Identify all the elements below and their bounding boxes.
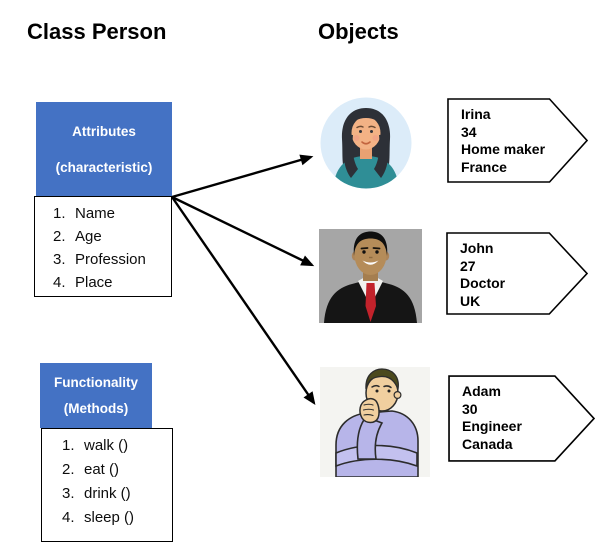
attribute-item-label: Place bbox=[75, 274, 113, 291]
method-item-label: walk () bbox=[84, 437, 129, 454]
method-item-number: 3. bbox=[62, 485, 75, 502]
avatar-irina bbox=[320, 97, 412, 194]
functionality-header-title: Functionality bbox=[54, 374, 138, 390]
attribute-item: 1. Name bbox=[53, 206, 167, 222]
object-age: 27 bbox=[460, 257, 476, 274]
attribute-item: 2. Age bbox=[53, 229, 167, 245]
attribute-item: 4. Place bbox=[53, 275, 167, 291]
method-item: 1. walk () bbox=[62, 438, 168, 454]
method-item-label: drink () bbox=[84, 485, 131, 502]
arrow-to-adam bbox=[171, 196, 316, 406]
object-age: 34 bbox=[461, 123, 477, 140]
attributes-list: 1. Name 2. Age 3. Profession 4. Place bbox=[34, 196, 172, 297]
object-name: John bbox=[460, 240, 494, 256]
woman-figure bbox=[333, 108, 399, 189]
class-person-title: Class Person bbox=[27, 19, 167, 44]
object-profession: Home maker bbox=[461, 141, 546, 157]
thinking-man-avatar-icon bbox=[320, 367, 430, 478]
object-details: John 27 Doctor UK bbox=[460, 240, 505, 310]
object-name: Adam bbox=[462, 383, 501, 399]
attribute-item-label: Age bbox=[75, 228, 102, 245]
objects-title: Objects bbox=[318, 19, 399, 44]
object-label-irina: Irina 34 Home maker France bbox=[447, 98, 588, 183]
method-item-label: eat () bbox=[84, 461, 120, 478]
object-profession: Engineer bbox=[462, 418, 522, 434]
attributes-header-title: Attributes bbox=[72, 123, 136, 139]
woman-avatar-icon bbox=[320, 97, 412, 189]
object-label-john: John 27 Doctor UK bbox=[446, 232, 588, 315]
pentagon-arrow-shape bbox=[448, 375, 595, 462]
method-item: 4. sleep () bbox=[62, 510, 168, 526]
method-item-number: 2. bbox=[62, 461, 75, 478]
attributes-header-subtitle: (characteristic) bbox=[55, 160, 153, 176]
pentagon-arrow-shape bbox=[447, 98, 588, 183]
attributes-header: Attributes (characteristic) bbox=[36, 102, 172, 197]
arrow-to-irina bbox=[171, 154, 314, 199]
man-figure bbox=[324, 231, 417, 323]
method-item: 3. drink () bbox=[62, 486, 168, 502]
arrow-to-john bbox=[171, 195, 315, 267]
attribute-item-label: Profession bbox=[75, 251, 146, 268]
attribute-item-number: 4. bbox=[53, 274, 66, 291]
object-place: France bbox=[461, 158, 507, 175]
attribute-item-number: 3. bbox=[53, 251, 66, 268]
attribute-item-number: 1. bbox=[53, 205, 66, 222]
object-profession: Doctor bbox=[460, 275, 506, 291]
method-item-label: sleep () bbox=[84, 509, 135, 526]
method-item-number: 1. bbox=[62, 437, 75, 454]
functionality-list: 1. walk () 2. eat () 3. drink () 4. slee… bbox=[41, 428, 173, 542]
functionality-header: Functionality (Methods) bbox=[40, 363, 152, 428]
functionality-header-subtitle: (Methods) bbox=[63, 401, 129, 417]
object-details: Irina 34 Home maker France bbox=[461, 106, 545, 176]
avatar-adam bbox=[320, 367, 430, 482]
method-item-number: 4. bbox=[62, 509, 75, 526]
method-item: 2. eat () bbox=[62, 462, 168, 478]
object-place: Canada bbox=[462, 435, 513, 452]
avatar-john bbox=[319, 229, 422, 328]
attribute-item-label: Name bbox=[75, 205, 116, 222]
object-place: UK bbox=[460, 292, 481, 309]
man-in-suit-avatar-icon bbox=[319, 229, 422, 323]
attribute-item-number: 2. bbox=[53, 228, 66, 245]
pentagon-arrow-shape bbox=[446, 232, 588, 315]
thinking-man-figure bbox=[335, 368, 419, 478]
object-label-adam: Adam 30 Engineer Canada bbox=[448, 375, 595, 462]
object-details: Adam 30 Engineer Canada bbox=[462, 383, 522, 453]
attribute-item: 3. Profession bbox=[53, 252, 167, 268]
object-name: Irina bbox=[461, 106, 491, 122]
object-age: 30 bbox=[462, 400, 478, 417]
